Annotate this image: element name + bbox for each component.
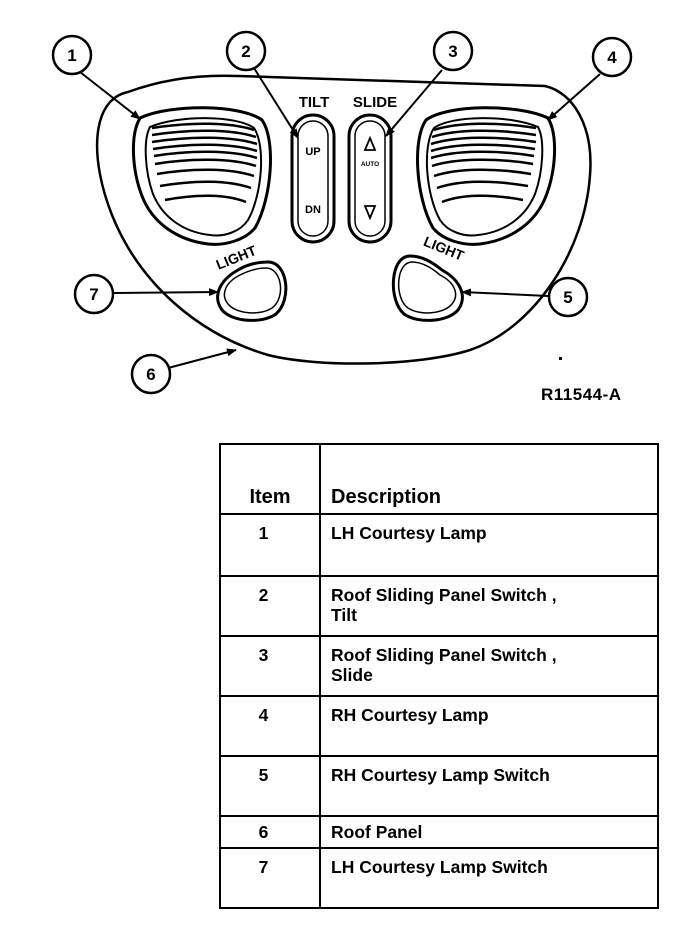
svg-text:1: 1 (67, 46, 76, 65)
table-row: 1 LH Courtesy Lamp (219, 513, 659, 577)
table-row: 6 Roof Panel (219, 815, 659, 849)
tilt-dn-label: DN (305, 204, 321, 216)
lh-courtesy-lamp-switch (216, 260, 288, 322)
svg-text:7: 7 (89, 285, 98, 304)
item-number: 6 (219, 815, 321, 849)
console-diagram: UP DN AUTO TILT SLIDE LIGHT LIGHT 1 (51, 30, 633, 395)
item-number: 3 (219, 635, 321, 697)
table-row: 4 RH Courtesy Lamp (219, 695, 659, 757)
header-item: Item (219, 443, 321, 515)
table-row: 2 Roof Sliding Panel Switch ,Tilt (219, 575, 659, 637)
figure-id: R11544-A (541, 385, 622, 404)
leader-line-2 (253, 67, 299, 139)
tilt-label: TILT (299, 94, 330, 111)
svg-text:3: 3 (448, 42, 457, 61)
header-description: Description (319, 443, 659, 515)
item-description: LH Courtesy Lamp (319, 513, 659, 577)
callout-4: 4 (591, 36, 633, 78)
callout-6: 6 (130, 353, 172, 395)
slide-up-arrow-icon (363, 135, 377, 151)
leader-line-4 (547, 73, 601, 121)
roof-panel-outline (95, 74, 592, 365)
slide-label: SLIDE (353, 94, 397, 111)
leader-line-1 (79, 71, 141, 120)
light-label-left: LIGHT (214, 242, 259, 273)
item-description: LH Courtesy Lamp Switch (319, 847, 659, 909)
item-number: 5 (219, 755, 321, 817)
leader-line-3 (385, 69, 443, 137)
rh-courtesy-lamp (416, 106, 556, 246)
item-description: Roof Panel (319, 815, 659, 849)
item-number: 4 (219, 695, 321, 757)
rh-courtesy-lamp-switch (391, 254, 464, 322)
tilt-up-label: UP (305, 146, 320, 158)
slide-auto-label: AUTO (361, 161, 379, 168)
slide-switch: AUTO (347, 113, 393, 244)
callout-1: 1 (51, 34, 93, 76)
lh-courtesy-lamp (132, 106, 272, 246)
tilt-switch: UP DN (290, 113, 336, 244)
callout-2: 2 (225, 30, 267, 72)
table-row: 3 Roof Sliding Panel Switch ,Slide (219, 635, 659, 697)
item-description: Roof Sliding Panel Switch ,Slide (319, 635, 659, 697)
svg-text:2: 2 (241, 42, 250, 61)
table-header-row: Item Description (219, 443, 659, 515)
item-description: RH Courtesy Lamp Switch (319, 755, 659, 817)
item-number: 1 (219, 513, 321, 577)
leader-line-6 (167, 348, 237, 369)
item-number: 2 (219, 575, 321, 637)
svg-text:4: 4 (607, 48, 617, 67)
callout-5: 5 (547, 276, 589, 318)
item-description: Roof Sliding Panel Switch ,Tilt (319, 575, 659, 637)
stray-mark (559, 357, 562, 360)
callout-7: 7 (73, 273, 115, 315)
leader-line-5 (461, 288, 549, 297)
svg-text:5: 5 (563, 288, 572, 307)
item-number: 7 (219, 847, 321, 909)
callout-3: 3 (432, 30, 474, 72)
svg-text:6: 6 (146, 365, 155, 384)
slide-down-arrow-icon (363, 205, 377, 221)
item-description-table: Item Description 1 LH Courtesy Lamp 2 Ro… (219, 443, 659, 909)
table-row: 5 RH Courtesy Lamp Switch (219, 755, 659, 817)
leader-line-7 (113, 288, 219, 297)
item-description: RH Courtesy Lamp (319, 695, 659, 757)
table-row: 7 LH Courtesy Lamp Switch (219, 847, 659, 909)
